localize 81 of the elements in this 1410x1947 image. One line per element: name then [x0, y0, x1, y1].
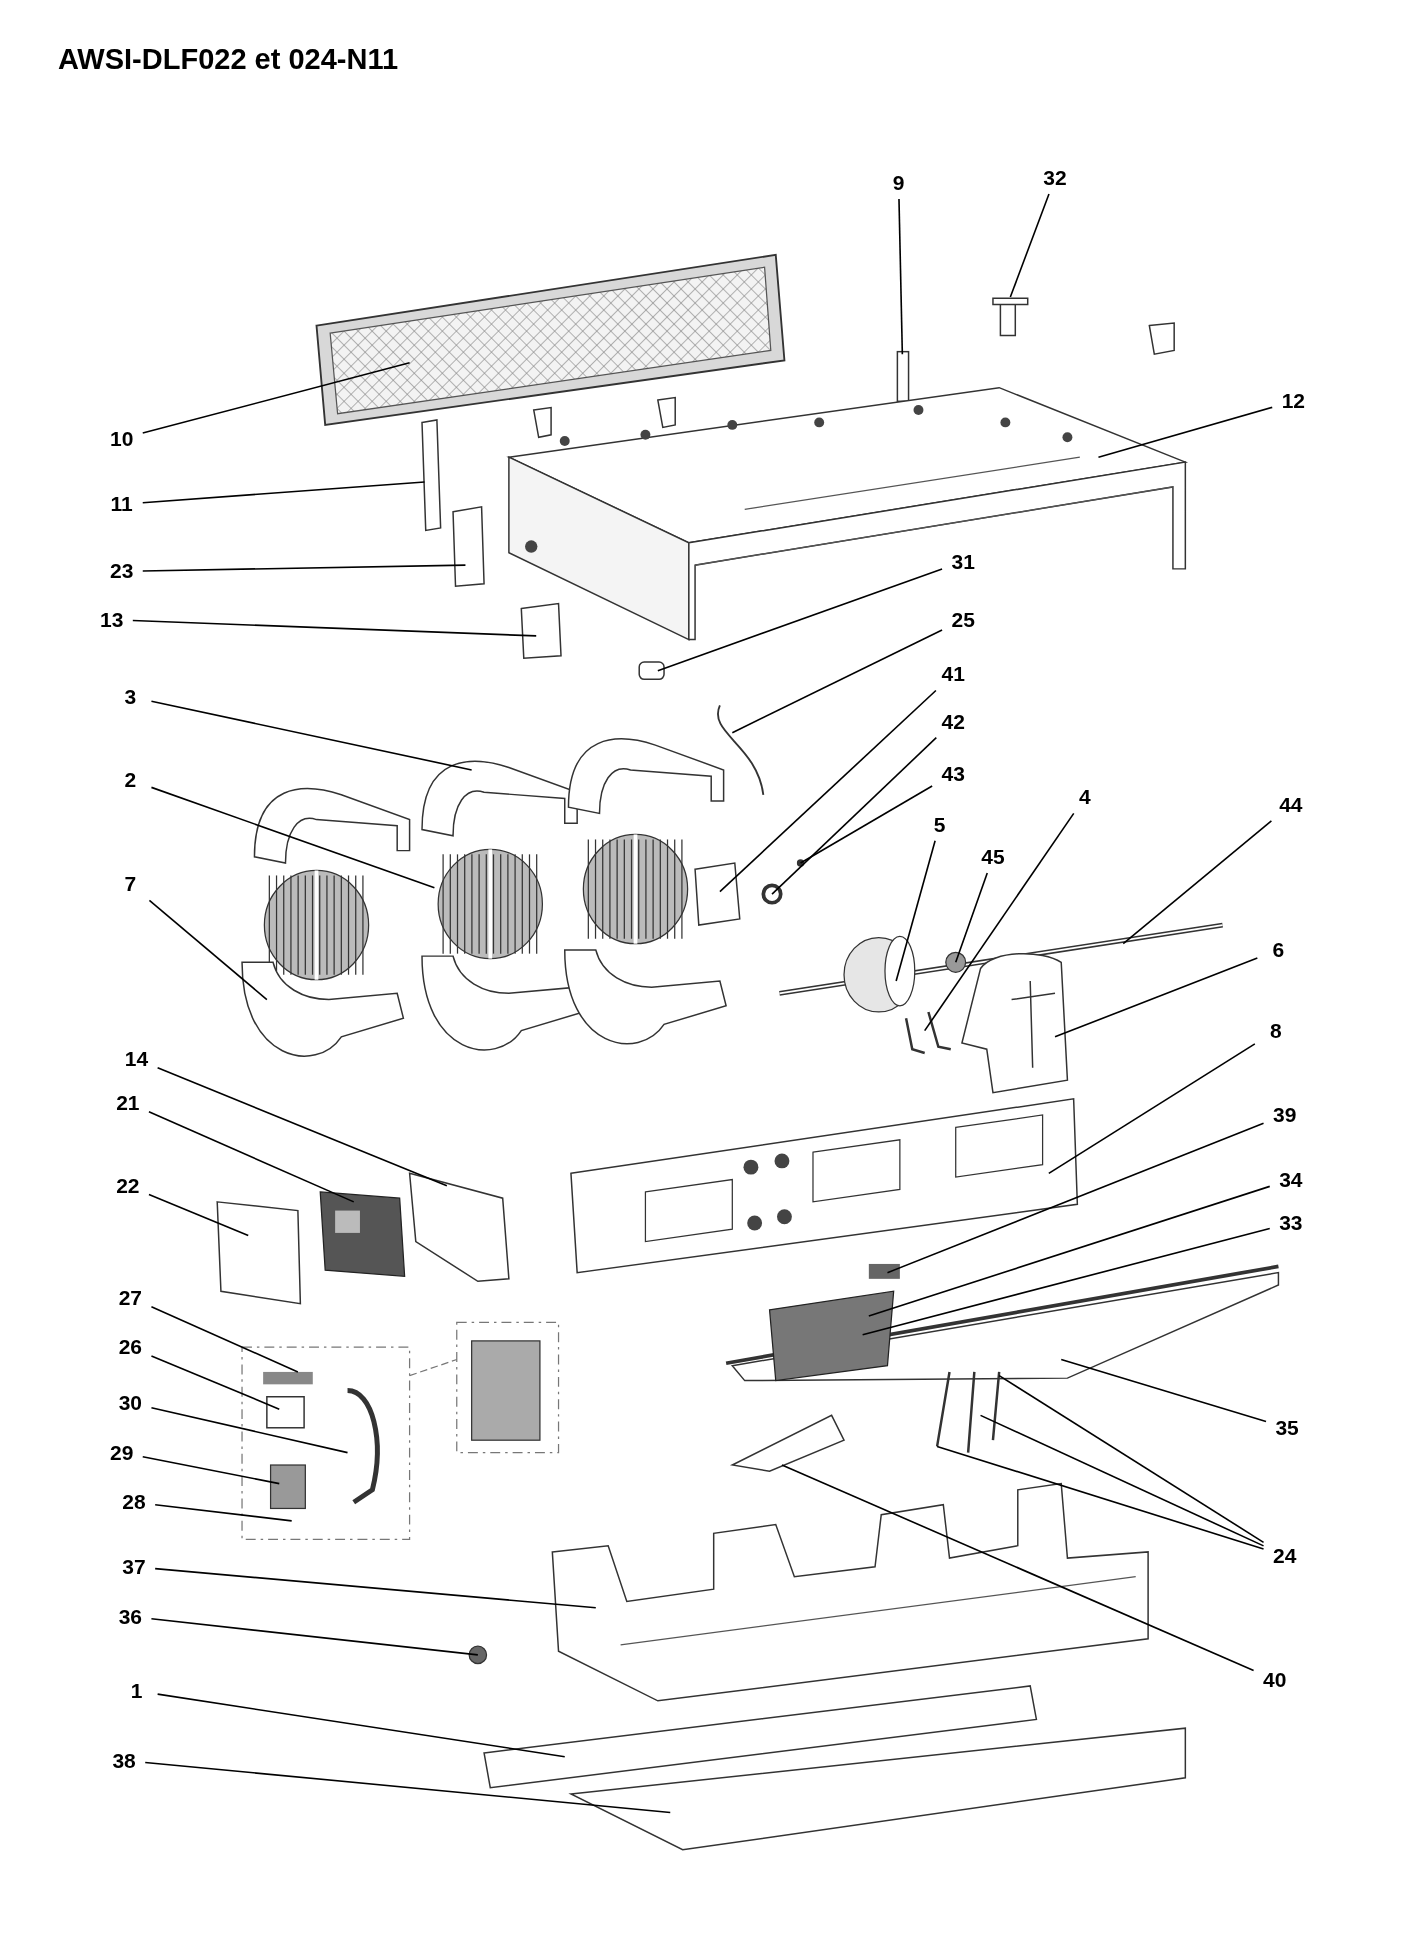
- leader-line: [771, 736, 938, 895]
- leader-line: [132, 619, 537, 637]
- leader-line: [657, 568, 943, 672]
- callout-number: 1: [130, 1680, 143, 1701]
- leader-line: [150, 1406, 349, 1454]
- callout-number: 27: [118, 1286, 142, 1308]
- leader-line: [141, 362, 411, 434]
- leader-line: [1054, 957, 1259, 1038]
- leader-line: [156, 1066, 448, 1187]
- leader-line: [1122, 820, 1273, 945]
- leader-line: [150, 786, 436, 889]
- leader-line: [1060, 1358, 1267, 1423]
- leader-line: [150, 1617, 479, 1656]
- callout-number: 30: [118, 1392, 142, 1414]
- leader-line: [148, 1111, 355, 1203]
- callout-number: 25: [951, 608, 975, 630]
- leader-line: [979, 1414, 1265, 1547]
- leader-line: [154, 1567, 597, 1609]
- callout-number: 31: [951, 550, 975, 572]
- leader-line: [998, 1374, 1265, 1544]
- callout-number: 6: [1272, 939, 1285, 960]
- callout-number: 23: [109, 560, 134, 582]
- callout-number: 26: [118, 1336, 142, 1358]
- leader-line: [868, 1185, 1271, 1317]
- leader-line: [148, 899, 268, 1001]
- callout-number: 24: [1272, 1544, 1297, 1566]
- callout-number: 2: [124, 768, 137, 790]
- callout-number: 21: [116, 1091, 140, 1113]
- leader-line: [148, 1193, 250, 1237]
- callout-number: 37: [122, 1555, 146, 1577]
- callout-number: 10: [109, 427, 134, 449]
- leader-line: [150, 1306, 299, 1373]
- leader-line: [1097, 406, 1274, 458]
- leader-line: [150, 700, 473, 771]
- leader-line: [898, 198, 904, 355]
- callout-number: 45: [981, 845, 1005, 867]
- leader-line: [719, 689, 937, 893]
- callout-number: 42: [941, 710, 965, 732]
- callout-number: 38: [112, 1749, 136, 1771]
- leader-line: [895, 839, 936, 982]
- callout-number: 39: [1272, 1104, 1297, 1126]
- callout-number: 7: [124, 873, 137, 895]
- callout-number: 33: [1279, 1212, 1303, 1234]
- leader-line: [144, 1761, 672, 1814]
- callout-number: 36: [118, 1605, 142, 1627]
- callout-number: 3: [124, 685, 137, 707]
- leader-line: [141, 1455, 281, 1485]
- leader-line: [954, 872, 989, 964]
- leader-line: [1048, 1043, 1256, 1175]
- callout-number: 4: [1078, 786, 1091, 808]
- leader-line: [141, 481, 426, 504]
- callout-number: 14: [124, 1048, 149, 1070]
- callout-number: 5: [933, 813, 946, 835]
- leader-line: [781, 1464, 1255, 1672]
- diagram-title: AWSI-DLF022 et 024-N11: [58, 42, 399, 77]
- callout-number: 22: [116, 1174, 140, 1196]
- leader-line: [799, 785, 933, 864]
- callout-number: 35: [1275, 1416, 1299, 1438]
- leader-line: [936, 1445, 1265, 1550]
- callout-number: 11: [110, 493, 133, 515]
- callout-number: 12: [1281, 390, 1305, 412]
- callout-number: 9: [892, 171, 905, 193]
- callout-number: 40: [1263, 1668, 1287, 1690]
- callout-number: 41: [941, 663, 965, 685]
- callout-number: 44: [1279, 793, 1303, 815]
- leader-line: [141, 564, 467, 572]
- callout-number: 32: [1043, 166, 1067, 188]
- callout-number: 34: [1279, 1168, 1303, 1190]
- leader-line: [923, 812, 1075, 1032]
- leader-line: [150, 1355, 281, 1410]
- callout-number: 29: [109, 1441, 134, 1463]
- leader-line: [154, 1503, 293, 1522]
- leader-line: [1009, 193, 1050, 298]
- callout-number: 43: [941, 762, 965, 784]
- leader-line: [861, 1227, 1271, 1336]
- callout-number: 13: [100, 608, 124, 630]
- leader-line: [886, 1122, 1265, 1274]
- callout-number: 28: [122, 1491, 146, 1513]
- callout-number: 8: [1270, 1019, 1282, 1041]
- leader-line: [156, 1693, 566, 1758]
- leader-line: [731, 629, 943, 734]
